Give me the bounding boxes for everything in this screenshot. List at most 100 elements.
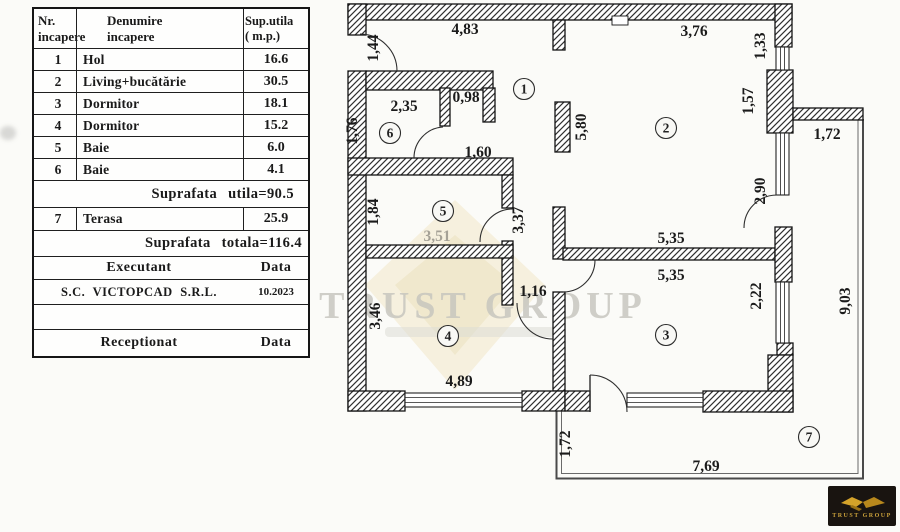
row-name: Dormitor [77, 115, 244, 136]
table-row: 6 Baie 4.1 [34, 159, 308, 181]
dimension-label: 5,35 [657, 267, 684, 284]
row-area: 16.6 [263, 51, 289, 67]
row-area: 4.1 [267, 161, 285, 177]
dimension-label: 1,72 [557, 430, 574, 457]
row-name: Hol [77, 49, 244, 70]
dimension-label: 5,35 [657, 230, 684, 247]
room-number-7: 7 [797, 425, 821, 449]
wall-bar-580 [554, 101, 571, 153]
row-nr: 6 [34, 159, 77, 180]
dimension-label: 5,80 [573, 113, 590, 140]
row-nr: 2 [34, 71, 77, 92]
row-area: 15.2 [263, 117, 289, 133]
window [775, 281, 790, 344]
wall-corridor-right [501, 240, 514, 306]
wall-right-top [774, 3, 793, 48]
dimension-label: 4,83 [451, 21, 478, 38]
header-denumire: Denumire incapere [77, 9, 244, 48]
row-area: 6.0 [267, 139, 285, 155]
dimension-label: 1,57 [740, 87, 757, 114]
svg-text:1: 1 [521, 82, 528, 97]
watermark-shape-inner [395, 235, 515, 355]
wall-hall-room3-lower [552, 291, 566, 392]
row-name: Living+bucătărie [77, 71, 244, 92]
door-arc-room5 [479, 208, 514, 243]
handshake-icon [841, 496, 885, 511]
receptionat-label: Receptionat [100, 335, 178, 350]
wall-right-pillar [766, 69, 794, 134]
executant-label: Executant [106, 260, 172, 275]
wall-room3-bottom-right [702, 390, 794, 413]
receptionat-data-label: Data [260, 335, 292, 350]
header-nr: Nr. incapere [34, 9, 85, 48]
wall-bottom-left [347, 390, 406, 412]
row-nr: 3 [34, 93, 77, 114]
wall-room5-right-upper [501, 174, 514, 209]
executant-company-row: S.C. VICTOPCAD S.R.L. 10.2023 [34, 280, 308, 305]
row-nr: 4 [34, 115, 77, 136]
total-text: Suprafata totala=116.4 [145, 235, 302, 251]
table-header-row: Nr. incapere Denumire incapere Sup.utila… [34, 9, 308, 49]
watermark-subtext-blur [385, 327, 555, 337]
wall-hall-living-stub [552, 19, 566, 51]
wall-room6-door-stub [439, 87, 451, 127]
executant-data-label: Data [260, 260, 292, 275]
dimension-label: 1,33 [752, 32, 769, 59]
table-row: 4 Dormitor 15.2 [34, 115, 308, 137]
svg-text:4: 4 [445, 329, 452, 344]
receptionat-row: Receptionat Data [34, 330, 308, 356]
logo-text: TRUST GROUP [832, 512, 892, 519]
room-numbers: 1 2 3 4 5 6 7 [378, 77, 821, 449]
empty-row [34, 305, 308, 330]
header-suprafata: Sup.utila ( m.p.) [245, 13, 294, 43]
wall-room2-room3 [562, 247, 776, 261]
dimension-label: 0,98 [452, 89, 479, 106]
dimension-labels: 4,83 3,76 1,44 1,33 1,57 5,80 1,72 0,98 … [344, 21, 854, 475]
dimension-label: 2,90 [752, 177, 769, 204]
wall-bottom-mid [521, 390, 566, 412]
table-row: 1 Hol 16.6 [34, 49, 308, 71]
row-name: Dormitor [77, 93, 244, 114]
svg-text:7: 7 [806, 430, 813, 445]
row-name: Baie [77, 159, 244, 180]
door-arc-room6 [413, 126, 444, 159]
windows [404, 46, 790, 408]
svg-text:5: 5 [440, 204, 447, 219]
row-area: 30.5 [263, 73, 289, 89]
room-number-5: 5 [431, 199, 455, 223]
trust-group-logo: TRUST GROUP [828, 486, 896, 526]
wall-right-step [776, 342, 794, 356]
row-nr: 5 [34, 137, 77, 158]
dimension-label: 1,84 [365, 198, 382, 225]
wall-top [347, 3, 793, 21]
dimension-label: 3,46 [367, 302, 384, 329]
row-area: 18.1 [263, 95, 289, 111]
dimension-label: 4,89 [445, 373, 472, 390]
wall-room6-top [365, 70, 494, 91]
dimension-label: 3,51 [423, 228, 450, 245]
svg-text:3: 3 [663, 328, 670, 343]
scan-artifact [0, 126, 16, 140]
dimension-label: 3,37 [510, 206, 527, 233]
wall-room5-bottom [365, 244, 514, 259]
window [775, 132, 790, 196]
row-name: Terasa [77, 208, 244, 230]
executant-row: Executant Data [34, 257, 308, 280]
dimension-label: 1,16 [519, 283, 546, 300]
wall-notch [611, 15, 629, 26]
door-arc-room4 [516, 302, 554, 340]
wall-terrace-jut [792, 107, 864, 121]
dimension-label: 3,76 [680, 23, 707, 40]
table-row: 3 Dormitor 18.1 [34, 93, 308, 115]
area-table: Nr. incapere Denumire incapere Sup.utila… [32, 7, 310, 358]
terrace-row: 7 Terasa 25.9 [34, 208, 308, 231]
room-number-6: 6 [378, 121, 402, 145]
total-row: Suprafata totala=116.4 [34, 231, 308, 257]
row-nr: 1 [34, 49, 77, 70]
dimension-label: 2,35 [390, 98, 417, 115]
table-row: 2 Living+bucătărie 30.5 [34, 71, 308, 93]
walls [347, 3, 864, 413]
door-arc-room3-terrace [589, 374, 628, 413]
svg-text:2: 2 [663, 121, 670, 136]
